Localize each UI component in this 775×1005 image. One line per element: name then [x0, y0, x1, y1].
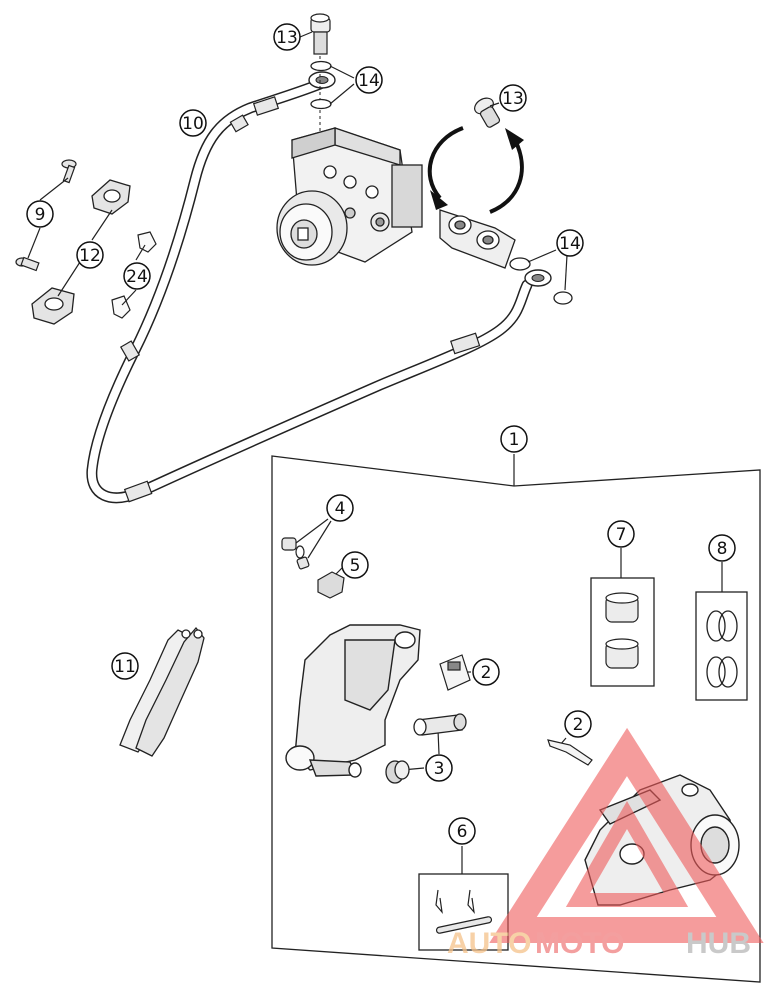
svg-text:14: 14 [559, 234, 581, 254]
callout-8: 8 [708, 534, 736, 562]
svg-text:14: 14 [358, 71, 380, 91]
brake-line [86, 71, 552, 504]
callout-24: 24 [123, 262, 151, 290]
guide-pin [385, 713, 467, 784]
pad-spring-upper [439, 654, 471, 691]
callout-9: 9 [26, 200, 54, 228]
svg-text:4: 4 [335, 499, 346, 519]
svg-text:7: 7 [616, 525, 627, 545]
abs-port-connector [439, 209, 516, 269]
pad-pins-clips [435, 889, 493, 934]
brake-pad-set [119, 626, 205, 757]
dust-cap [317, 571, 345, 599]
svg-text:9: 9 [35, 205, 46, 225]
svg-text:2: 2 [481, 663, 492, 683]
watermark-hub: HUB [686, 927, 751, 960]
bleeder-screw [281, 537, 310, 570]
banjo-bolt-right [474, 97, 501, 128]
rotation-arrows [427, 126, 524, 214]
svg-text:1: 1 [509, 430, 520, 450]
banjo-bolt-top [310, 13, 331, 140]
callout-13-top: 13 [273, 23, 301, 51]
callout-5: 5 [341, 551, 369, 579]
hose-clamp-upper [91, 179, 131, 215]
caliper-pistons [605, 592, 639, 669]
screw-upper [61, 159, 77, 184]
svg-text:5: 5 [350, 556, 361, 576]
svg-text:13: 13 [276, 28, 298, 48]
callout-2-lower: 2 [564, 710, 592, 738]
watermark-auto: AUTO [447, 927, 531, 960]
svg-text:8: 8 [717, 539, 728, 559]
piston-seal-rings [706, 610, 738, 688]
callout-14-right: 14 [556, 229, 584, 257]
callout-2-upper: 2 [472, 658, 500, 686]
watermark-triangle-logo [489, 727, 764, 943]
screw-lower [15, 256, 40, 272]
automotohub-watermark: AUTO MOTO HUB [447, 727, 764, 960]
svg-text:13: 13 [502, 89, 524, 109]
callout-1: 1 [500, 425, 528, 453]
callout-11: 11 [111, 652, 139, 680]
svg-text:2: 2 [573, 715, 584, 735]
callout-14-top: 14 [355, 66, 383, 94]
callout-12: 12 [76, 241, 104, 269]
pad-spring-lower [547, 739, 593, 766]
callout-4: 4 [326, 494, 354, 522]
callout-13-right: 13 [499, 84, 527, 112]
hose-clip-upper [137, 231, 157, 253]
callout-10: 10 [179, 109, 207, 137]
hose-clamp-lower [31, 287, 75, 325]
callout-7: 7 [607, 520, 635, 548]
abs-hydraulic-unit [276, 127, 423, 266]
caliper-kit-boundary [271, 455, 761, 983]
svg-text:3: 3 [434, 759, 445, 779]
sealing-rings-top [310, 60, 332, 110]
svg-text:12: 12 [79, 246, 101, 266]
svg-text:11: 11 [114, 657, 136, 677]
callout-6: 6 [448, 817, 476, 845]
caliper-body [285, 624, 421, 778]
callout-3: 3 [425, 754, 453, 782]
svg-text:24: 24 [126, 267, 148, 287]
svg-text:6: 6 [457, 822, 468, 842]
arrow-heads [430, 128, 524, 210]
watermark-moto: MOTO [535, 927, 624, 960]
sealing-rings-right [509, 257, 573, 305]
svg-text:10: 10 [182, 114, 204, 134]
